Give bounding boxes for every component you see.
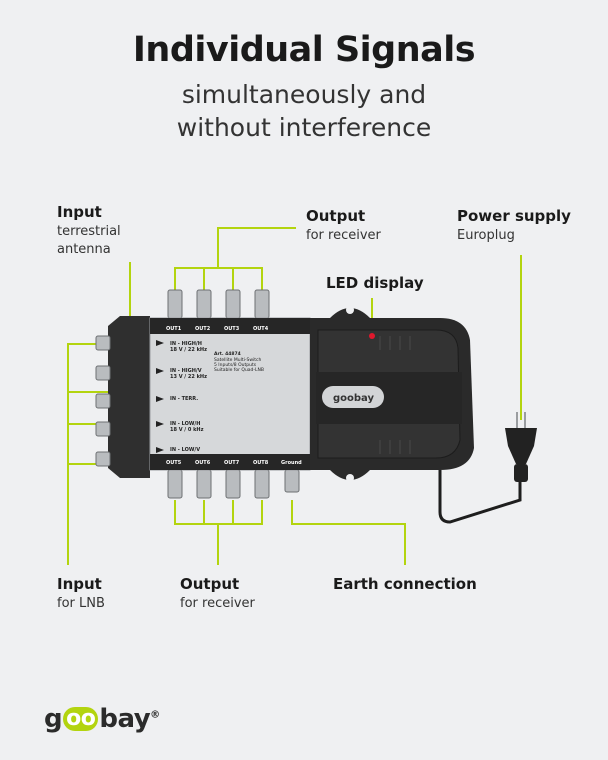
port-label-out5: OUT5 [166, 460, 182, 466]
port-label-ground: Ground [281, 460, 302, 466]
callout-input-terrestrial-title: Input [57, 203, 102, 221]
input-label-high-h-v: 18 V / 22 kHz [170, 347, 207, 353]
port-label-out7: OUT7 [224, 460, 240, 466]
port-label-out4: OUT4 [253, 326, 269, 332]
callout-earth-connection-title: Earth connection [333, 575, 477, 593]
led-indicator [369, 333, 375, 339]
input-bracket [95, 316, 150, 478]
callout-power-supply-sub: Europlug [457, 228, 515, 243]
page-title: Individual Signals [132, 30, 476, 70]
input-label-low-h: IN - LOW/H [170, 421, 200, 427]
callout-input-lnb-sub: for LNB [57, 596, 105, 611]
input-label-high-h: IN - HIGH/H [170, 341, 202, 347]
page-subtitle-line2: without interference [176, 113, 432, 142]
callout-input-terrestrial-sub2: antenna [57, 242, 111, 257]
callout-led-display-title: LED display [326, 274, 424, 292]
page-subtitle-line1: simultaneously and [181, 80, 427, 109]
input-label-terr: IN - TERR. [170, 396, 198, 402]
input-label-high-v-v: 13 V / 22 kHz [170, 374, 207, 380]
port-label-out1: OUT1 [166, 326, 182, 332]
logo-reg: ® [150, 709, 160, 721]
logo-post: bay [99, 704, 151, 734]
device-desc1: Satellite Multi-Switch [214, 357, 262, 363]
callout-output-top-sub: for receiver [306, 228, 381, 243]
input-label-low-h-v: 18 V / 0 kHz [170, 427, 204, 433]
callout-output-bottom-title: Output [180, 575, 240, 593]
port-label-out3: OUT3 [224, 326, 240, 332]
power-block: goobay [310, 306, 474, 482]
callout-lines [67, 227, 522, 565]
device-desc3: Suitable for Quad-LNB [214, 367, 264, 373]
input-label-low-v: IN - LOW/V [170, 447, 200, 453]
callout-output-top-title: Output [306, 207, 366, 225]
callout-power-supply-title: Power supply [457, 207, 571, 225]
logo-oo: oo [63, 707, 99, 731]
device-art-label: Art. 44874 [214, 351, 241, 357]
device-brand-label: goobay [333, 393, 374, 404]
bottom-connectors [167, 469, 300, 499]
device-desc2: 5 Inputs/8 Outputs [214, 362, 257, 368]
callout-input-terrestrial-sub1: terrestrial [57, 224, 121, 239]
top-connectors [167, 289, 270, 319]
logo-pre: g [44, 704, 63, 734]
europlug-icon [505, 412, 537, 482]
port-label-out8: OUT8 [253, 460, 269, 466]
callout-input-lnb-title: Input [57, 575, 102, 593]
port-label-out2: OUT2 [195, 326, 211, 332]
power-cable [438, 470, 522, 524]
port-label-out6: OUT6 [195, 460, 211, 466]
callout-output-bottom-sub: for receiver [180, 596, 255, 611]
input-label-high-v: IN - HIGH/V [170, 368, 202, 374]
